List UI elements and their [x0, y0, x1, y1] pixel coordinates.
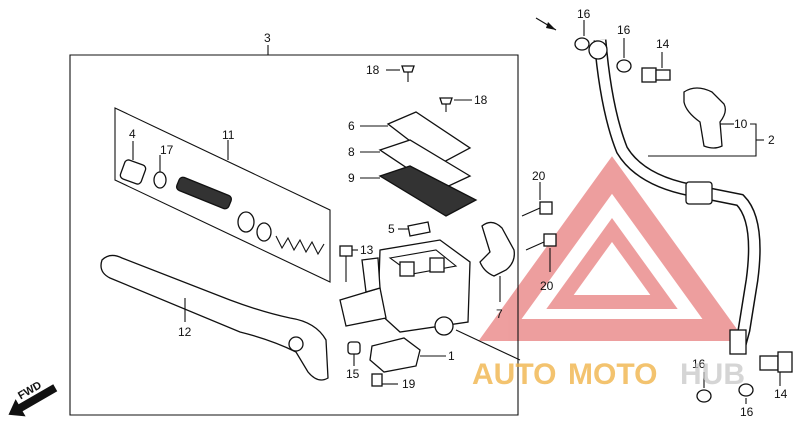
pivot-bolt-13: [339, 245, 353, 282]
label-4: 4: [129, 127, 136, 141]
bolt-20-lower: [525, 233, 557, 251]
label-14b: 14: [774, 387, 788, 401]
label-17: 17: [160, 143, 174, 157]
label-19: 19: [402, 377, 416, 391]
washer-16a: [574, 37, 590, 51]
watermark-auto: AUTO: [472, 358, 556, 391]
watermark-logo: [478, 156, 746, 341]
watermark-hub: HUB: [680, 358, 745, 391]
label-16d: 16: [740, 405, 754, 419]
bolt-14-bottom: [759, 351, 793, 373]
label-2: 2: [768, 133, 775, 147]
boot-10: [683, 87, 726, 149]
washer-16c: [696, 389, 712, 403]
label-6: 6: [348, 119, 355, 133]
watermark-text: AUTO MOTO HUB: [472, 358, 745, 391]
label-11: 11: [222, 128, 235, 142]
label-16b: 16: [617, 23, 631, 37]
label-8: 8: [348, 145, 355, 159]
holder-7: [479, 221, 515, 277]
label-3: 3: [264, 31, 271, 45]
brake-lever: [100, 254, 329, 381]
clip-5: [407, 221, 431, 237]
piston-kit-frame: [114, 107, 331, 283]
screw-18-top: [401, 65, 415, 82]
label-5: 5: [388, 222, 395, 236]
bolt-14-top: [641, 67, 671, 83]
label-10: 10: [734, 117, 748, 131]
watermark-moto: MOTO: [568, 358, 657, 391]
label-9: 9: [348, 171, 355, 185]
label-15: 15: [346, 367, 360, 381]
reservoir-cap: [378, 111, 478, 217]
label-16a: 16: [577, 7, 591, 21]
washer-16d: [738, 383, 754, 397]
label-18b: 18: [474, 93, 488, 107]
label-16c: 16: [692, 357, 706, 371]
piston-parts: [119, 159, 325, 256]
washer-16b: [616, 59, 632, 73]
label-1: 1: [448, 349, 455, 363]
assembly-frame: [69, 54, 519, 416]
screw-18-right: [439, 97, 453, 112]
brake-switch-1: [347, 337, 421, 387]
label-7: 7: [496, 307, 503, 321]
label-18a: 18: [366, 63, 380, 77]
label-12: 12: [178, 325, 192, 339]
fwd-arrow-icon: FWD: [8, 379, 58, 417]
label-20a: 20: [532, 169, 546, 183]
bolt-20-upper: [521, 201, 553, 217]
brake-hose: [588, 39, 761, 355]
label-13: 13: [360, 243, 374, 257]
label-14a: 14: [656, 37, 670, 51]
master-cylinder: [339, 239, 471, 336]
label-20b: 20: [540, 279, 554, 293]
